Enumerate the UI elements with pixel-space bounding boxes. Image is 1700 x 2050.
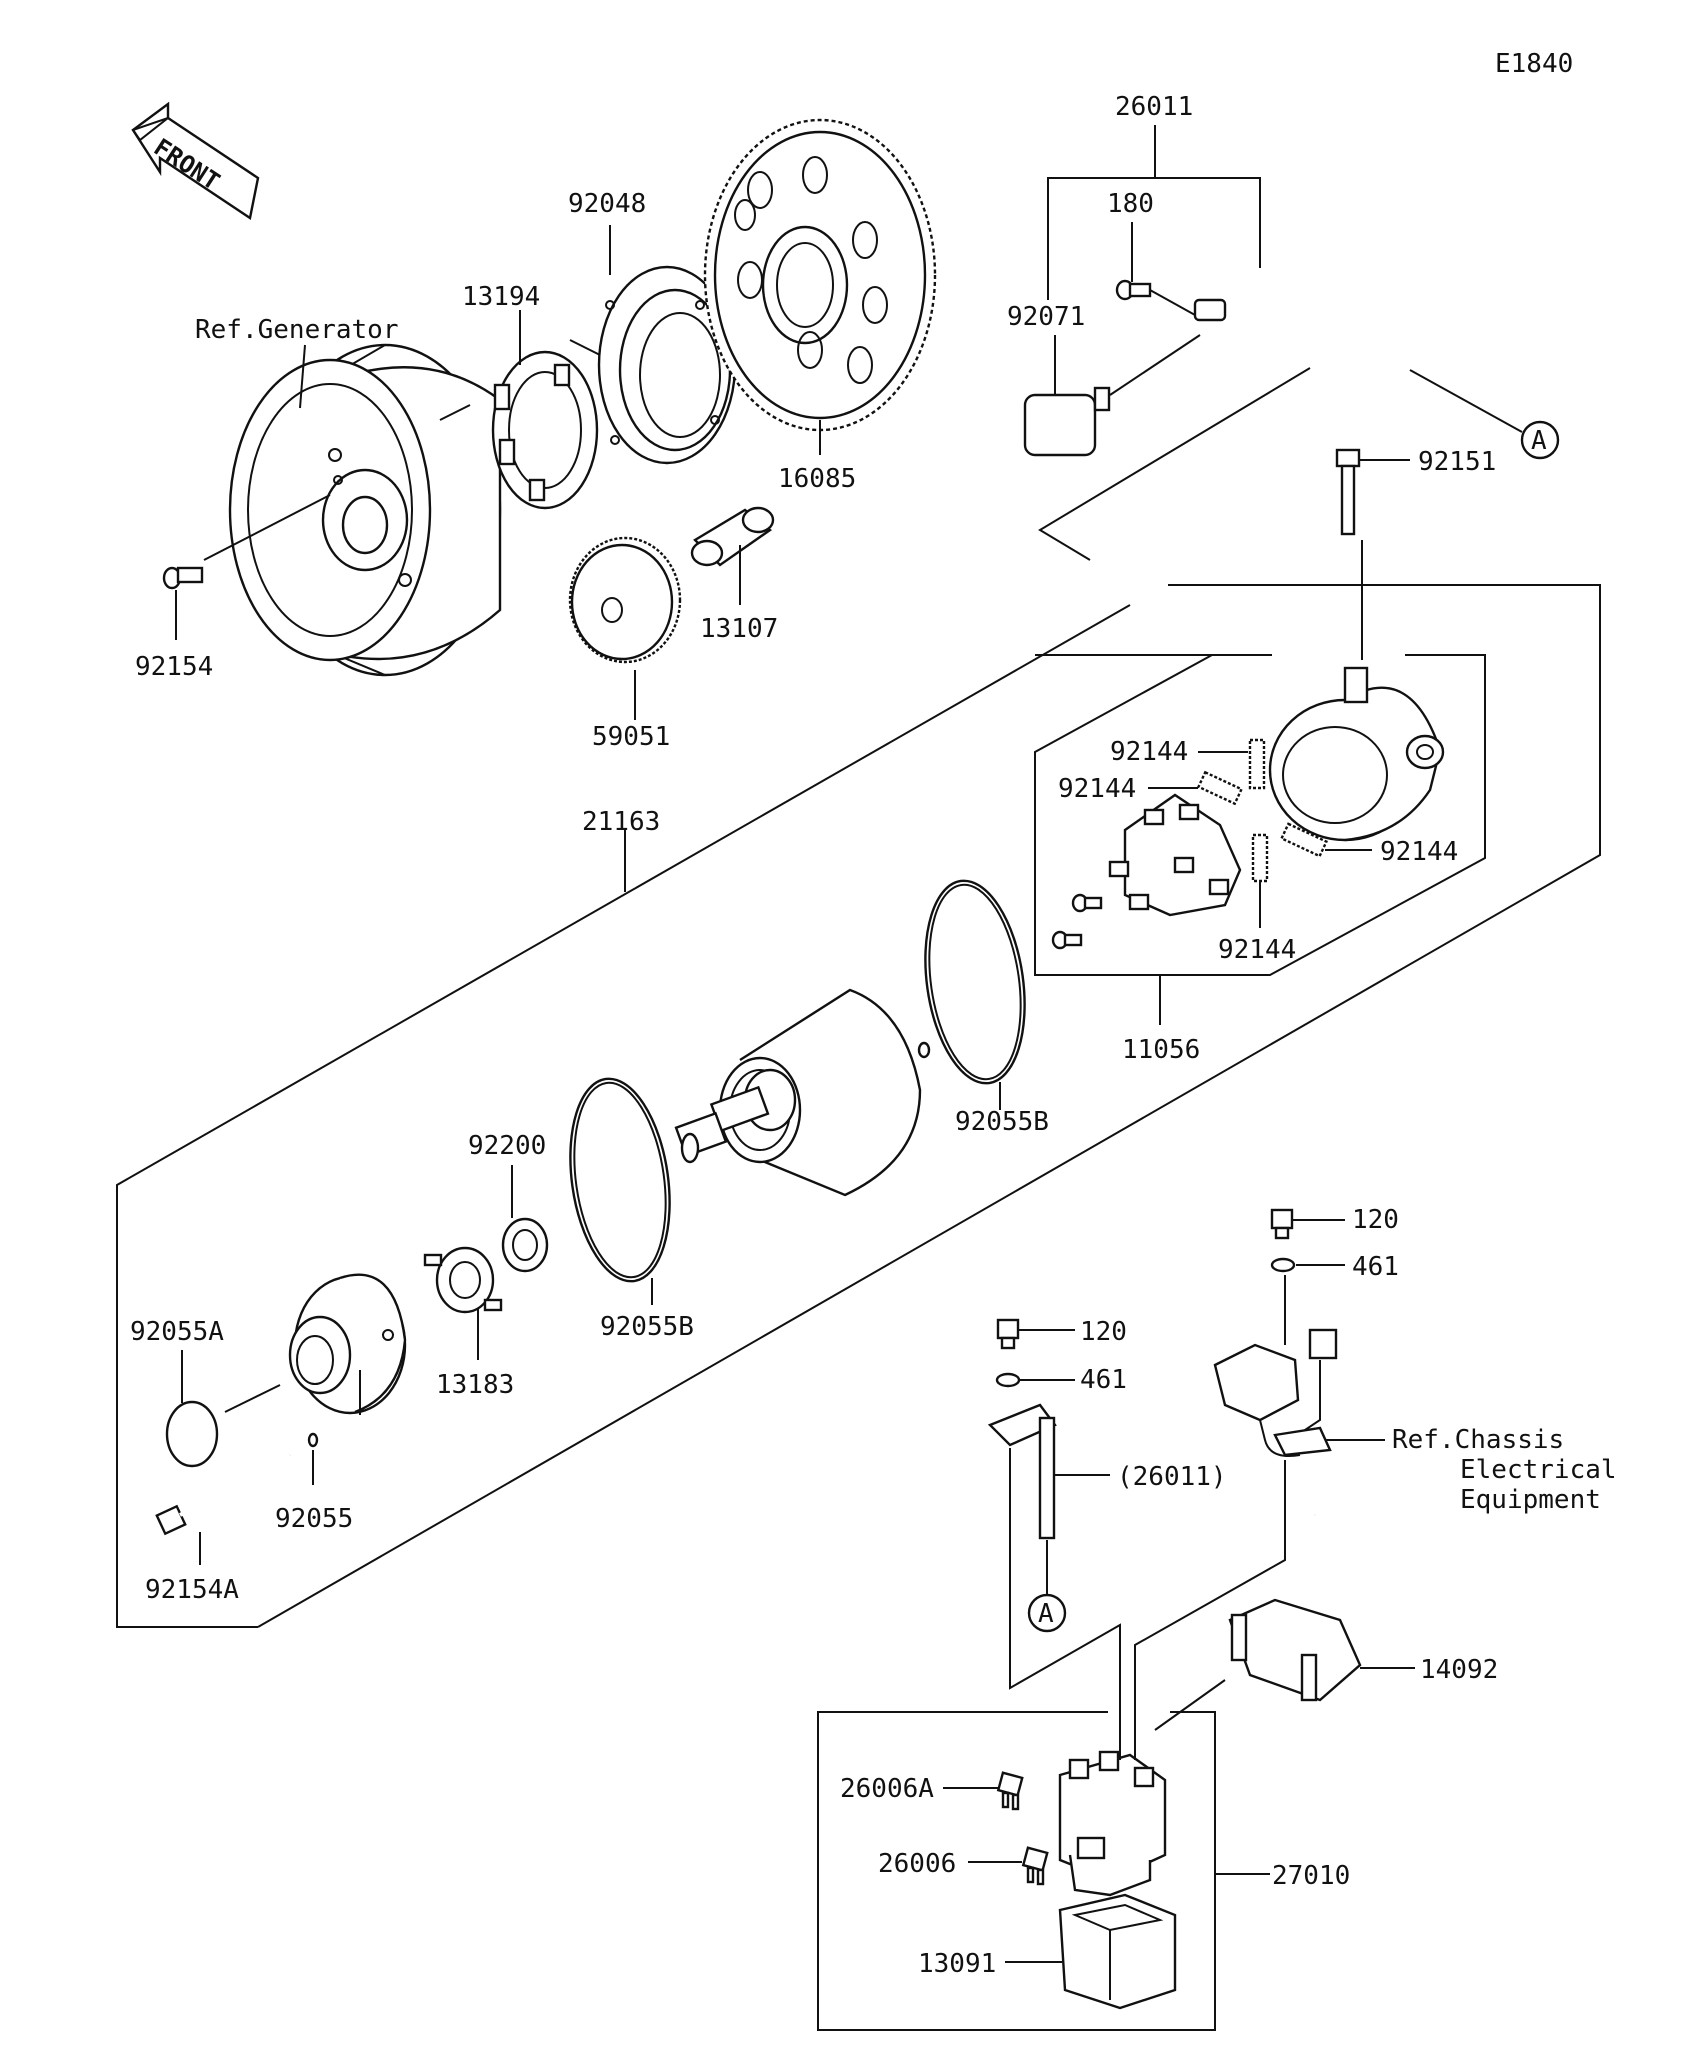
fuse-26006 [1021, 1846, 1049, 1886]
spring-92144-c [1279, 822, 1329, 858]
label-ref-chassis-3: Equipment [1460, 1485, 1601, 1515]
idle-gear-59051 [568, 536, 682, 664]
label-92200: 92200 [468, 1131, 546, 1161]
label-26006a: 26006A [840, 1774, 934, 1804]
washer-92200 [501, 1217, 549, 1273]
label-92154a: 92154A [145, 1575, 239, 1605]
cap-92071 [1023, 386, 1111, 457]
screw-92154 [162, 566, 204, 590]
fuse-26006a [996, 1771, 1024, 1811]
relay-cover-14092 [1228, 1598, 1362, 1702]
bolt-120-lower [996, 1318, 1020, 1350]
label-92071: 92071 [1007, 302, 1085, 332]
label-13183: 13183 [436, 1370, 514, 1400]
shaft-13107 [690, 506, 775, 567]
starter-yoke [674, 988, 922, 1197]
label-ref-chassis-1: Ref.Chassis [1392, 1425, 1564, 1455]
o-ring-92055 [307, 1432, 319, 1448]
connector-a-lower-label: A [1038, 1599, 1054, 1629]
o-ring-92055b-right [924, 879, 1026, 1085]
bolt-180 [1115, 279, 1152, 301]
label-180: 180 [1107, 189, 1154, 219]
label-92144-1: 92144 [1110, 737, 1188, 767]
connector-a-top-icon [1520, 420, 1560, 460]
washer-461-top [1270, 1257, 1296, 1273]
connector-a-lower-icon [1027, 1593, 1067, 1633]
label-13091: 13091 [918, 1949, 996, 1979]
lock-washer-13183 [423, 1246, 503, 1314]
relay-rubber-13091 [1058, 1893, 1177, 2010]
front-cover [288, 1273, 407, 1415]
label-11056: 11056 [1122, 1035, 1200, 1065]
label-92055b-2: 92055B [600, 1312, 694, 1342]
spring-92144-b [1196, 770, 1244, 806]
label-92144-4: 92144 [1218, 935, 1296, 965]
screw-brush-1 [1071, 893, 1103, 913]
bolt-92151 [1335, 448, 1361, 536]
end-cover [1268, 666, 1445, 842]
label-ref-chassis-2: Electrical [1460, 1455, 1617, 1485]
label-ref-generator: Ref.Generator [195, 315, 399, 345]
label-59051: 59051 [592, 722, 670, 752]
label-26006: 26006 [878, 1849, 956, 1879]
o-ring-92055a [165, 1400, 219, 1468]
label-13194: 13194 [462, 282, 540, 312]
starter-gear-16085 [703, 118, 937, 432]
label-461-2: 461 [1080, 1365, 1127, 1395]
cable-26011 [1193, 276, 1413, 372]
label-120-1: 120 [1352, 1205, 1399, 1235]
screw-brush-2 [1051, 930, 1083, 950]
label-92151: 92151 [1418, 447, 1496, 477]
one-way-clutch-13194 [491, 350, 599, 510]
label-92055a: 92055A [130, 1317, 224, 1347]
spring-92144-a [1248, 738, 1266, 790]
label-120-2: 120 [1080, 1317, 1127, 1347]
label-92055: 92055 [275, 1504, 353, 1534]
label-16085: 16085 [778, 464, 856, 494]
label-92144-3: 92144 [1380, 837, 1458, 867]
spring-92144-d [1251, 833, 1269, 883]
generator-rotor [203, 343, 502, 677]
bolt-92154a [155, 1453, 291, 1536]
label-92154: 92154 [135, 652, 213, 682]
label-27010: 27010 [1272, 1861, 1350, 1891]
cable-26011-lower [987, 1403, 1057, 1540]
label-26011-paren: (26011) [1117, 1462, 1227, 1492]
label-92055b-1: 92055B [955, 1107, 1049, 1137]
starter-relay [1058, 1750, 1167, 1897]
diagram-code: E1840 [1495, 49, 1573, 79]
bolt-120-top [1270, 1208, 1294, 1240]
label-92048: 92048 [568, 189, 646, 219]
label-21163: 21163 [582, 807, 660, 837]
brush-holder [1108, 793, 1242, 917]
label-14092: 14092 [1420, 1655, 1498, 1685]
chassis-harness [1213, 1328, 1344, 1522]
front-arrow-icon: FRONT [131, 101, 260, 220]
connector-a-top-label: A [1531, 426, 1547, 456]
o-ring-92055b-left [569, 1077, 671, 1283]
label-92144-2: 92144 [1058, 774, 1136, 804]
washer-461-lower [995, 1372, 1021, 1388]
label-26011: 26011 [1115, 92, 1193, 122]
label-461-1: 461 [1352, 1252, 1399, 1282]
label-13107: 13107 [700, 614, 778, 644]
